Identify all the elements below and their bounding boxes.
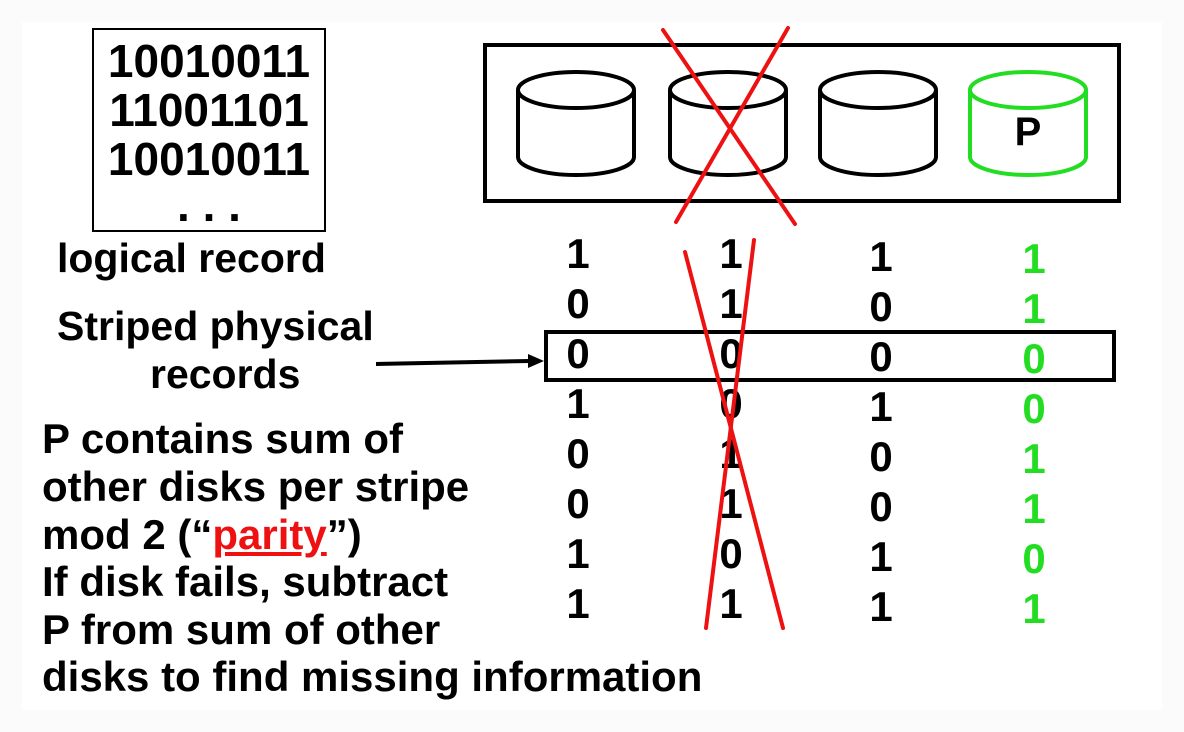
bit: 1 [566,380,590,427]
description-line5: P from sum of other [42,606,441,653]
disk-array-frame [483,43,1121,203]
parity-bit: 1 [1022,435,1046,482]
description-line3: mod 2 (“parity”) [42,514,362,556]
record-line-2: 11001101 [109,84,309,136]
bit: 0 [869,333,893,380]
bit: 1 [566,580,590,627]
bit: 1 [869,233,893,280]
parity-keyword: parity [212,511,327,558]
logical-record-label: logical record [57,235,326,281]
description-line3-prefix: mod 2 (“ [42,511,213,558]
description-line2: other disks per stripe [42,463,470,510]
bit: 1 [869,383,893,430]
description-line3-suffix: ”) [326,511,362,558]
bit: 1 [869,583,893,630]
bit: 0 [719,530,743,577]
record-ellipsis: . . . [177,179,241,231]
bit: 1 [719,580,743,627]
bit: 0 [719,380,743,427]
bit: 0 [869,483,893,530]
bit: 1 [719,430,743,477]
stripe-highlight-box [544,330,1116,382]
bit: 1 [566,230,590,277]
parity-bit: 0 [1022,335,1046,382]
striped-label-line1: Striped physical [57,303,374,349]
record-line-3: 10010011 [107,133,311,185]
bit: 0 [566,280,590,327]
bit: 0 [566,430,590,477]
bit: 0 [566,480,590,527]
bit: 1 [869,533,893,580]
parity-bit: 1 [1022,285,1046,332]
description-line1: P contains sum of [42,415,403,462]
bit: 1 [719,480,743,527]
description-line6: disks to find missing information [42,653,703,700]
bit: 1 [719,230,743,277]
parity-bit: 1 [1022,485,1046,532]
parity-bit: 1 [1022,235,1046,282]
bit: 1 [566,530,590,577]
bit: 0 [869,433,893,480]
bit: 0 [719,330,743,377]
bit: 1 [719,280,743,327]
bit: 0 [566,330,590,377]
bit: 0 [869,283,893,330]
striped-label-line2: records [150,351,301,397]
parity-bit: 1 [1022,585,1046,632]
description-line4: If disk fails, subtract [42,558,449,605]
parity-bit: 0 [1022,385,1046,432]
logical-record-box: 10010011 11001101 10010011 . . . [92,28,326,232]
parity-bit: 0 [1022,535,1046,582]
record-line-1: 10010011 [107,35,311,87]
